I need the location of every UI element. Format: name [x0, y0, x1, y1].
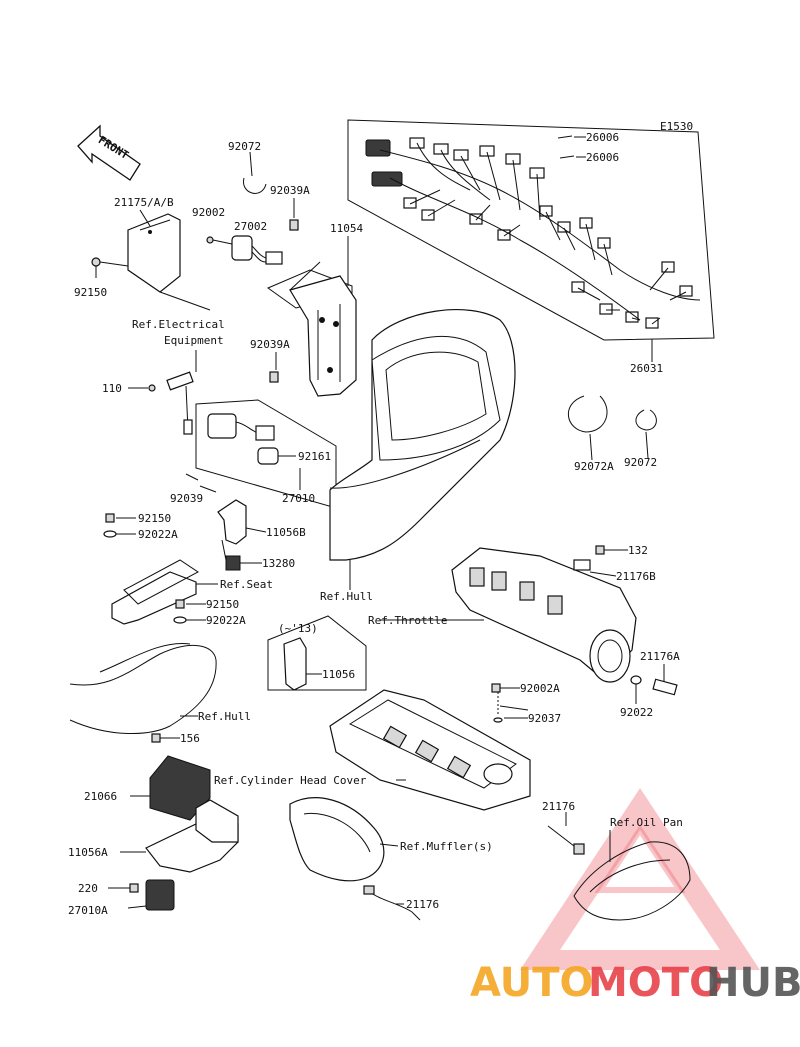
label-92002a: 92002A	[520, 682, 560, 695]
clip-13280	[225, 555, 262, 571]
clip-92039a-mid	[269, 352, 279, 383]
label-132: 132	[628, 544, 648, 557]
bracket-11054	[266, 236, 357, 397]
ref-seat: Ref.Seat	[220, 578, 273, 591]
diagram-code: E1530	[660, 120, 693, 133]
label-92022: 92022	[620, 706, 653, 719]
ref-mufflers: Ref.Muffler(s)	[400, 840, 493, 853]
sensor-110	[128, 371, 194, 435]
label-156: 156	[180, 732, 200, 745]
hull-lower	[69, 642, 217, 735]
muffler	[289, 797, 399, 882]
label-92022a-a: 92022A	[138, 528, 178, 541]
label-92072-top: 92072	[228, 140, 261, 153]
bolt-92002a	[491, 683, 520, 716]
label-21176b: 21176B	[616, 570, 656, 583]
label-11054: 11054	[330, 222, 363, 235]
sensor-21176a	[630, 664, 678, 704]
ref-electrical-2: Equipment	[164, 334, 224, 347]
label-21176a: 21176A	[640, 650, 680, 663]
bracket-11056-box	[267, 615, 367, 691]
band-92072-top	[243, 151, 267, 194]
bracket-11056a	[120, 799, 239, 873]
label-92161: 92161	[298, 450, 331, 463]
label-11056a: 11056A	[68, 846, 108, 859]
label-92072a: 92072A	[574, 460, 614, 473]
label-220: 220	[78, 882, 98, 895]
ecu-21175	[127, 209, 211, 311]
label-11056b: 11056B	[266, 526, 306, 539]
label-11056-tag: (~'13)	[278, 622, 318, 635]
label-27010a: 27010A	[68, 904, 108, 917]
label-92002: 92002	[192, 206, 225, 219]
ref-throttle: Ref.Throttle	[368, 614, 447, 627]
label-92039a-top: 92039A	[270, 184, 310, 197]
front-arrow-icon: FRONT	[77, 124, 141, 181]
label-92022a-b: 92022A	[206, 614, 246, 627]
sensor-21176b	[573, 545, 628, 577]
label-92072-right: 92072	[624, 456, 657, 469]
watermark-part-moto: MOTO	[588, 960, 723, 1006]
gasket-92037	[493, 705, 529, 723]
label-27010: 27010	[282, 492, 315, 505]
label-92039a-mid: 92039A	[250, 338, 290, 351]
bracket-11056b	[217, 499, 267, 561]
sensor-21176-right	[547, 812, 585, 855]
wiring-harness-group	[347, 119, 715, 362]
watermark-part-hub: HUB	[706, 960, 800, 1006]
label-92150-a: 92150	[138, 512, 171, 525]
ref-oil-pan: Ref.Oil Pan	[610, 816, 683, 829]
sensor-27002	[206, 235, 283, 265]
label-26006-a: 26006	[586, 131, 619, 144]
seat-bracket	[111, 559, 218, 625]
label-21066: 21066	[84, 790, 117, 803]
label-92150-top: 92150	[74, 286, 107, 299]
label-13280: 13280	[262, 557, 295, 570]
throttle-body	[380, 547, 637, 683]
label-21176-right: 21176	[542, 800, 575, 813]
band-92072-right	[635, 409, 657, 459]
label-26006-b: 26006	[586, 151, 619, 164]
watermark-triangle-icon	[520, 788, 760, 970]
label-92037: 92037	[528, 712, 561, 725]
rectifier-21066	[130, 733, 211, 821]
clip-92039	[185, 473, 217, 493]
hull-upper	[329, 309, 516, 590]
oil-pan	[573, 830, 691, 921]
relay-27010	[195, 399, 337, 509]
label-21176-bottom: 21176	[406, 898, 439, 911]
ref-cylinder-head-cover: Ref.Cylinder Head Cover	[214, 774, 367, 787]
label-110: 110	[102, 382, 122, 395]
watermark-part-auto: AUTO	[470, 960, 594, 1006]
clip-92039a-top	[289, 198, 299, 231]
ref-hull-2: Ref.Hull	[198, 710, 251, 723]
harness-outline	[347, 119, 715, 341]
bolt-92150-a	[103, 513, 136, 538]
label-11056: 11056	[322, 668, 355, 681]
ref-electrical-1: Ref.Electrical	[132, 318, 225, 331]
ref-hull-1: Ref.Hull	[320, 590, 373, 603]
bolt-92150-top	[91, 257, 129, 278]
sensor-21176-bottom	[363, 885, 421, 921]
band-92072a	[567, 395, 608, 461]
label-26031: 26031	[630, 362, 663, 375]
cylinder-head-cover	[329, 689, 531, 811]
bolt-92150-b	[173, 599, 206, 624]
label-92039: 92039	[170, 492, 203, 505]
label-21175: 21175/A/B	[114, 196, 174, 209]
label-27002: 27002	[234, 220, 267, 233]
relay-27010a	[108, 879, 175, 911]
watermark-wordmark: AUTO MOTO HUB	[470, 960, 800, 1006]
label-92150-b: 92150	[206, 598, 239, 611]
